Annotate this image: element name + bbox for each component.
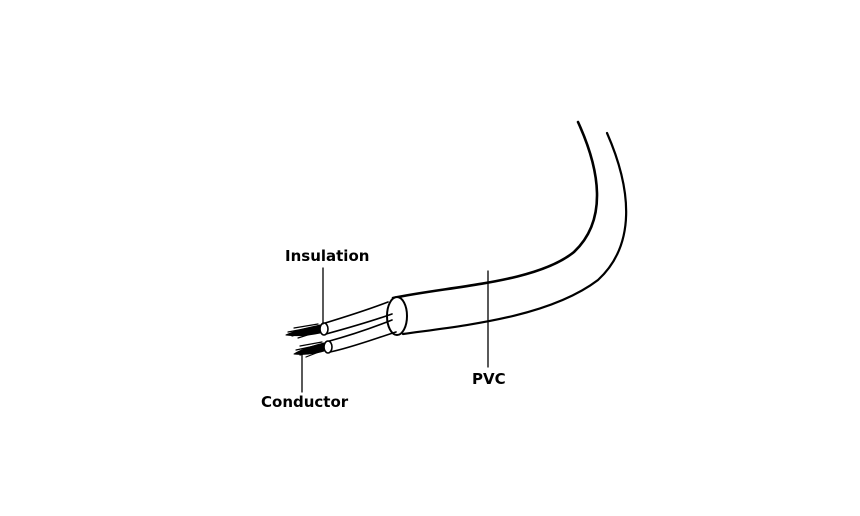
label-pvc: PVC	[472, 370, 506, 388]
label-insulation: Insulation	[285, 247, 370, 265]
wire-upper-insulation-bottom	[325, 313, 393, 335]
wire-lower-insulation-bottom	[329, 331, 397, 353]
wire-upper-insulation-end	[319, 322, 329, 336]
label-conductor: Conductor	[261, 393, 349, 411]
pvc-jacket-lower-edge	[401, 131, 628, 336]
pvc-cut-end	[386, 296, 408, 336]
pvc-jacket-upper-edge	[391, 120, 599, 300]
wire-lower-insulation-end	[323, 340, 333, 354]
conductor-strand-lines-lower	[295, 341, 325, 358]
wire-upper-insulation-top	[321, 301, 389, 325]
wire-lower-insulation-top	[325, 319, 393, 343]
conductor-strand-lines-upper	[287, 323, 321, 339]
